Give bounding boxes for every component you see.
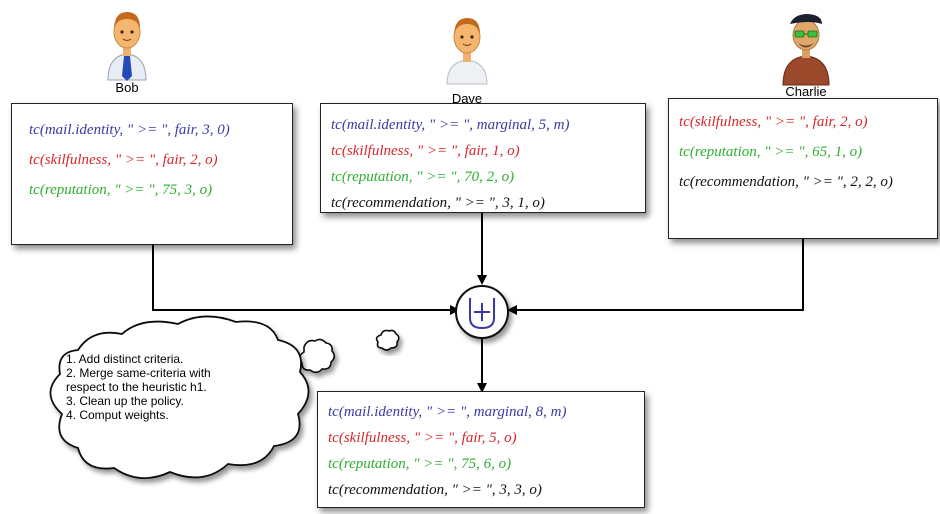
policy-criterion: tc(recommendation, " >= ", 3, 1, o) [331, 195, 545, 211]
person-name-bob: Bob [115, 80, 139, 95]
bob-to-merge-arrow [152, 244, 460, 315]
cloud-step: 3. Clean up the policy. [66, 394, 184, 408]
charlie-to-merge-arrow [507, 238, 804, 315]
cloud-step: 4. Comput weights. [66, 408, 169, 422]
person-name-dave: Dave [451, 91, 483, 106]
man-with-beret-avatar-icon [782, 14, 830, 86]
dave-policy-box: tc(mail.identity, " >= ", marginal, 5, m… [320, 103, 646, 213]
policy-criterion: tc(skilfulness, " >= ", fair, 1, o) [331, 143, 520, 159]
thought-cloud [49, 315, 310, 479]
policy-criterion: tc(reputation, " >= ", 65, 1, o) [679, 144, 863, 160]
cloud-step: respect to the heuristic h1. [66, 380, 207, 394]
policy-criterion: tc(reputation, " >= ", 70, 2, o) [331, 169, 515, 185]
businessman-avatar-icon [107, 12, 147, 81]
thought-bubble-medium [298, 338, 336, 374]
user-avatar-icon [446, 18, 488, 85]
cloud-step: 1. Add distinct criteria. [66, 352, 184, 366]
cloud-step: 2. Merge same-criteria with [66, 366, 211, 380]
thought-bubble-small [375, 329, 400, 351]
person-name-charlie: Charlie [785, 84, 827, 99]
policy-criterion: tc(skilfulness, " >= ", fair, 2, o) [29, 152, 218, 168]
bob-policy-box: tc(mail.identity, " >= ", fair, 3, 0) tc(… [11, 103, 293, 245]
merged-policy-box: tc(mail.identity, " >= ", marginal, 8, m… [317, 391, 645, 508]
policy-criterion: tc(recommendation, " >= ", 2, 2, o) [679, 174, 893, 190]
policy-criterion: tc(skilfulness, " >= ", fair, 5, o) [328, 430, 517, 446]
union-symbol [469, 298, 495, 330]
policy-criterion: tc(reputation, " >= ", 75, 6, o) [328, 456, 512, 472]
policy-criterion: tc(mail.identity, " >= ", marginal, 8, m… [328, 404, 567, 420]
policy-criterion: tc(mail.identity, " >= ", marginal, 5, m… [331, 117, 570, 133]
policy-criterion: tc(mail.identity, " >= ", fair, 3, 0) [29, 122, 230, 138]
cloud-steps: 1. Add distinct criteria. 2. Merge same-… [66, 352, 211, 422]
charlie-policy-box: tc(skilfulness, " >= ", fair, 2, o) tc(re… [668, 98, 938, 239]
policy-criterion: tc(recommendation, " >= ", 3, 3, o) [328, 482, 542, 498]
policy-criterion: tc(reputation, " >= ", 75, 3, o) [29, 182, 213, 198]
policy-criterion: tc(skilfulness, " >= ", fair, 2, o) [679, 114, 868, 130]
